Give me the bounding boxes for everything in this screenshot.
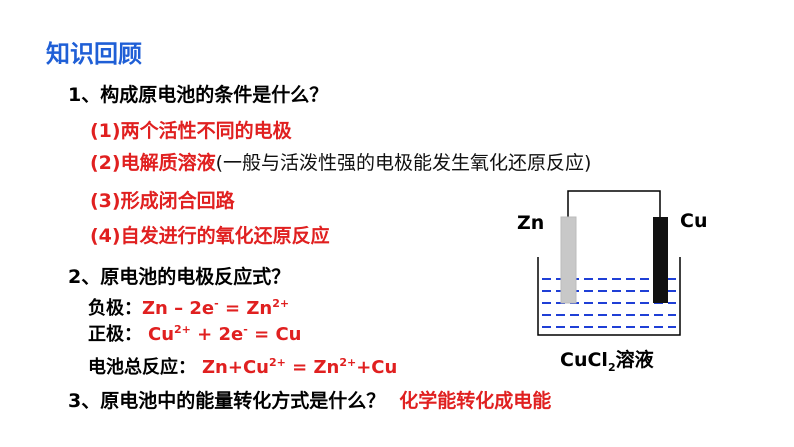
positive-equation: Cu2+ + 2e- = Cu [148,323,302,345]
beaker [537,257,681,336]
total-label: 电池总反应： [88,357,196,378]
question-3-row: 3、原电池中的能量转化方式是什么？ 化学能转化成电能 [68,386,551,413]
question-1: 1、构成原电池的条件是什么？ [68,84,329,106]
condition-4: (4)自发进行的氧化还原反应 [90,225,330,247]
solution-label: CuCl2溶液 [560,349,654,374]
condition-1: (1)两个活性不同的电极 [90,120,292,142]
question-3: 3、原电池中的能量转化方式是什么？ [68,390,386,412]
condition-2: (2)电解质溶液 [90,152,216,174]
question-2: 2、原电池的电极反应式？ [68,266,291,288]
positive-electrode-row: 正极： Cu2+ + 2e- = Cu [88,320,301,346]
negative-electrode-row: 负极：Zn – 2e- = Zn2+ [88,294,289,320]
section-title: 知识回顾 [46,40,142,68]
total-equation: Zn+Cu2+ = Zn2++Cu [202,356,398,378]
connecting-wire [567,190,661,217]
total-reaction-row: 电池总反应： Zn+Cu2+ = Zn2++Cu [88,353,397,379]
cu-label: Cu [680,210,708,232]
zn-label: Zn [517,212,545,234]
negative-equation: Zn – 2e- = Zn2+ [142,297,290,319]
question-3-answer: 化学能转化成电能 [399,390,552,412]
galvanic-cell-diagram [537,190,681,336]
negative-label: 负极： [88,298,142,319]
condition-3: (3)形成闭合回路 [90,190,235,212]
copper-electrode [653,217,668,303]
condition-2-row: (2)电解质溶液(一般与活泼性强的电极能发生氧化还原反应) [90,148,591,175]
positive-label: 正极： [88,324,142,345]
condition-2-note: (一般与活泼性强的电极能发生氧化还原反应) [215,152,592,174]
zinc-electrode [560,216,577,304]
